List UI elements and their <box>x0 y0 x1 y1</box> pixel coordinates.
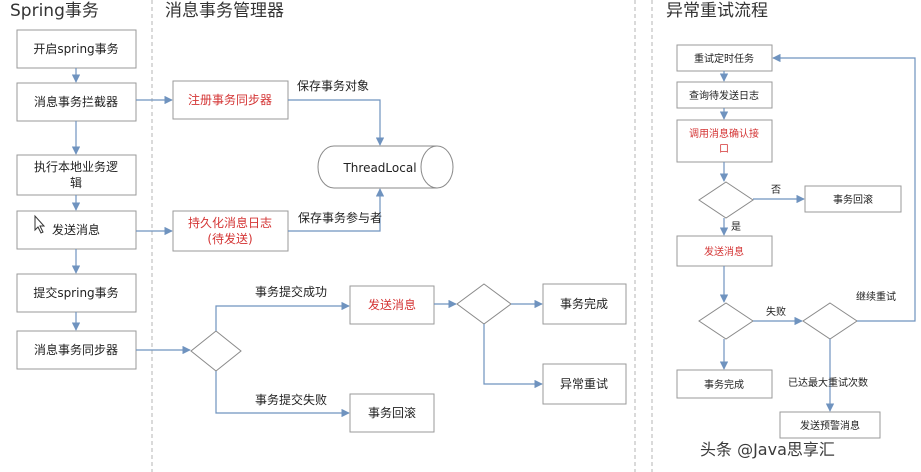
label-save-tx-object: 保存事务对象 <box>297 78 369 93</box>
node-tx-complete: 事务完成 <box>542 283 627 325</box>
node-call-confirm-api: 调用消息确认接 口 <box>676 119 773 163</box>
watermark-text: 头条 @Java思享汇 <box>700 440 835 459</box>
svg-text:发送预警消息: 发送预警消息 <box>800 419 860 432</box>
edge-decision-to-retry <box>483 324 543 389</box>
node-retry-send-message: 发送消息 <box>676 235 773 267</box>
label-max-retries-reached: 已达最大重试次数 <box>788 376 868 389</box>
edge-persist-to-threadlocal <box>288 188 385 232</box>
node-manager-rollback: 事务回滚 <box>349 393 435 433</box>
svg-text:事务回滚: 事务回滚 <box>368 405 416 420</box>
decision-commit-result <box>190 330 242 372</box>
node-exception-retry: 异常重试 <box>542 363 627 405</box>
node-retry-timer-task: 重试定时任务 <box>676 44 773 72</box>
svg-text:消息事务拦截器: 消息事务拦截器 <box>34 94 118 109</box>
svg-text:口: 口 <box>719 144 729 155</box>
svg-text:异常重试: 异常重试 <box>560 376 608 391</box>
svg-text:事务完成: 事务完成 <box>704 378 744 391</box>
svg-text:查询待发送日志: 查询待发送日志 <box>689 89 759 102</box>
node-message-tx-synchronizer: 消息事务同步器 <box>16 330 137 370</box>
svg-text:事务回滚: 事务回滚 <box>833 193 873 206</box>
label-failed: 失败 <box>766 305 786 318</box>
svg-text:发送消息: 发送消息 <box>52 222 100 237</box>
svg-text:调用消息确认接: 调用消息确认接 <box>689 127 759 140</box>
decision-send-result <box>456 283 512 325</box>
svg-text:注册事务同步器: 注册事务同步器 <box>188 92 272 107</box>
svg-text:消息事务同步器: 消息事务同步器 <box>34 342 118 357</box>
node-retry-rollback: 事务回滚 <box>804 185 902 213</box>
svg-text:持久化消息日志: 持久化消息日志 <box>188 215 272 230</box>
mouse-cursor-icon <box>34 214 46 234</box>
edge-decision-to-send <box>215 301 350 331</box>
svg-text:重试定时任务: 重试定时任务 <box>694 52 754 65</box>
decision-confirm-result <box>698 181 754 219</box>
lane-title-manager: 消息事务管理器 <box>165 1 284 21</box>
label-commit-failed: 事务提交失败 <box>255 392 327 407</box>
node-register-tx-synchronizer: 注册事务同步器 <box>172 80 289 120</box>
label-continue-retry: 继续重试 <box>856 290 896 303</box>
edge-decision-to-rollback <box>215 371 350 418</box>
label-yes: 是 <box>731 221 741 233</box>
node-manager-send-message: 发送消息 <box>349 285 435 325</box>
label-no: 否 <box>771 184 781 196</box>
node-threadlocal-store: ThreadLocal <box>317 145 454 189</box>
decision-send-failed <box>698 302 754 340</box>
edge-register-to-threadlocal <box>288 99 385 146</box>
node-message-tx-interceptor: 消息事务拦截器 <box>16 82 137 122</box>
node-start-spring-tx: 开启spring事务 <box>16 29 137 69</box>
edge-continue-retry-loop <box>772 53 916 322</box>
node-query-pending-log: 查询待发送日志 <box>676 81 773 109</box>
svg-text:发送消息: 发送消息 <box>368 297 416 312</box>
node-send-alert-message: 发送预警消息 <box>779 411 881 439</box>
lane-title-spring: Spring事务 <box>10 1 99 21</box>
svg-text:发送消息: 发送消息 <box>704 245 744 258</box>
node-persist-message-log: 持久化消息日志 (待发送) <box>172 210 289 252</box>
svg-text:事务完成: 事务完成 <box>560 296 608 311</box>
svg-text:ThreadLocal: ThreadLocal <box>342 161 416 175</box>
svg-text:辑: 辑 <box>70 176 82 190</box>
lane-title-retry: 异常重试流程 <box>666 1 768 21</box>
svg-text:(待发送): (待发送) <box>207 231 252 246</box>
node-retry-tx-complete: 事务完成 <box>676 369 773 399</box>
svg-text:执行本地业务逻: 执行本地业务逻 <box>34 159 118 174</box>
label-commit-success: 事务提交成功 <box>255 284 327 299</box>
label-save-tx-participant: 保存事务参与者 <box>298 210 382 225</box>
svg-text:开启spring事务: 开启spring事务 <box>33 41 118 56</box>
node-commit-spring-tx: 提交spring事务 <box>16 273 137 313</box>
node-execute-local-business: 执行本地业务逻 辑 <box>16 154 137 196</box>
svg-text:提交spring事务: 提交spring事务 <box>33 285 118 300</box>
decision-max-retries <box>802 302 858 340</box>
